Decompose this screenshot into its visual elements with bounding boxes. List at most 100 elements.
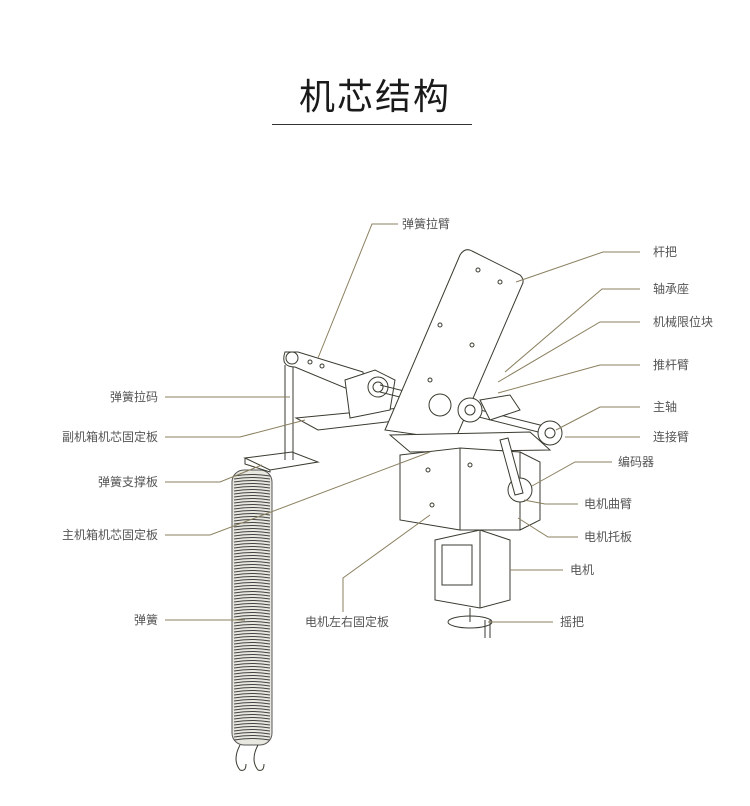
label-motor-side-plate: 电机左右固定板 [305,615,390,629]
spring-coil [233,726,271,729]
spring-coil [233,633,271,636]
spring-coil [233,699,271,702]
spring-coil [233,507,271,510]
spring-coil [233,591,271,594]
spring-coil [233,645,271,648]
spring-coil [233,576,271,579]
spring-coil [233,627,271,630]
spring-coil [233,528,271,531]
spring-coil [233,696,271,699]
spring-coil [233,501,271,504]
spring-coil [233,735,271,738]
label-mech-limit-block: 机械限位块 [653,315,714,329]
leader-lines [165,223,640,623]
spring-coil [233,564,271,567]
spring-coil [233,597,271,600]
spring-coil [233,549,271,552]
spring-coil [233,681,271,684]
spring-coil [233,708,271,711]
spring-coil [233,498,271,501]
spring-coil [233,510,271,513]
spring-support-plate-drawing [243,451,320,473]
spring-coil [233,495,271,498]
spring-coil [233,561,271,564]
label-spring-clip: 弹簧拉码 [109,390,158,404]
page-title: 机芯结构 [298,77,451,118]
spring-coil [233,615,271,618]
label-motor-crank: 电机曲臂 [584,497,633,511]
label-main-shaft: 主轴 [653,400,678,414]
label-bearing-seat: 轴承座 [653,282,690,296]
spring-coil [233,540,271,543]
label-motor-bracket: 电机托板 [584,530,633,544]
spring-coil [233,525,271,528]
spring-coil [233,579,271,582]
label-hand-crank: 摇把 [560,615,585,629]
spring-coil [233,555,271,558]
label-encoder: 编码器 [618,455,655,469]
spring-coil [233,720,271,723]
label-motor: 电机 [570,563,595,577]
spring-coil [233,606,271,609]
spring-coil [233,687,271,690]
label-push-rod-arm: 推杆臂 [653,358,690,372]
spring-coil [233,585,271,588]
spring-coil [233,666,271,669]
spring-coil [233,660,271,663]
lever-drawing [384,249,524,441]
spring-coil [233,558,271,561]
spring-coil [233,609,271,612]
spring-coil [233,663,271,666]
label-lever: 杆把 [653,245,678,259]
spring-coil [233,678,271,681]
spring-coil [233,621,271,624]
spring-coil [233,594,271,597]
spring-coil [233,684,271,687]
spring-coil [233,675,271,678]
spring-coil [233,723,271,726]
spring-coil [233,513,271,516]
spring-coil [233,570,271,573]
spring-coil [233,705,271,708]
spring-coil [233,546,271,549]
spring-coil [233,732,271,735]
spring-drawing [231,469,273,771]
spring-coil [233,522,271,525]
label-spring: 弹簧 [133,613,158,627]
spring-coil [233,636,271,639]
label-sub-box-plate: 副机箱机芯固定板 [61,430,158,444]
spring-coil [233,654,271,657]
spring-coil [233,486,271,489]
label-spring-arm: 弹簧拉臂 [402,217,451,231]
spring-coil [233,714,271,717]
spring-coil [233,492,271,495]
spring-coil [233,648,271,651]
spring-coil [233,537,271,540]
spring-coil [233,624,271,627]
label-spring-support-plate: 弹簧支撑板 [97,475,158,489]
spring-coil [233,531,271,534]
spring-coil [233,639,271,642]
spring-coil [233,483,271,486]
spring-coil [233,489,271,492]
spring-coil [233,630,271,633]
spring-coil [233,693,271,696]
spring-coil [233,588,271,591]
label-connecting-arm: 连接臂 [653,430,690,444]
spring-coil [233,729,271,732]
spring-coil [233,642,271,645]
spring-coil [233,657,271,660]
spring-coil [233,582,271,585]
spring-coil [233,516,271,519]
motor-side-plate-drawing [399,447,521,531]
spring-coil [233,717,271,720]
spring-coil [233,543,271,546]
spring-coil [233,603,271,606]
spring-coil [233,612,271,615]
spring-coil [233,702,271,705]
spring-coil [233,552,271,555]
spring-coil [233,534,271,537]
spring-coil [233,600,271,603]
spring-coil [233,480,271,483]
